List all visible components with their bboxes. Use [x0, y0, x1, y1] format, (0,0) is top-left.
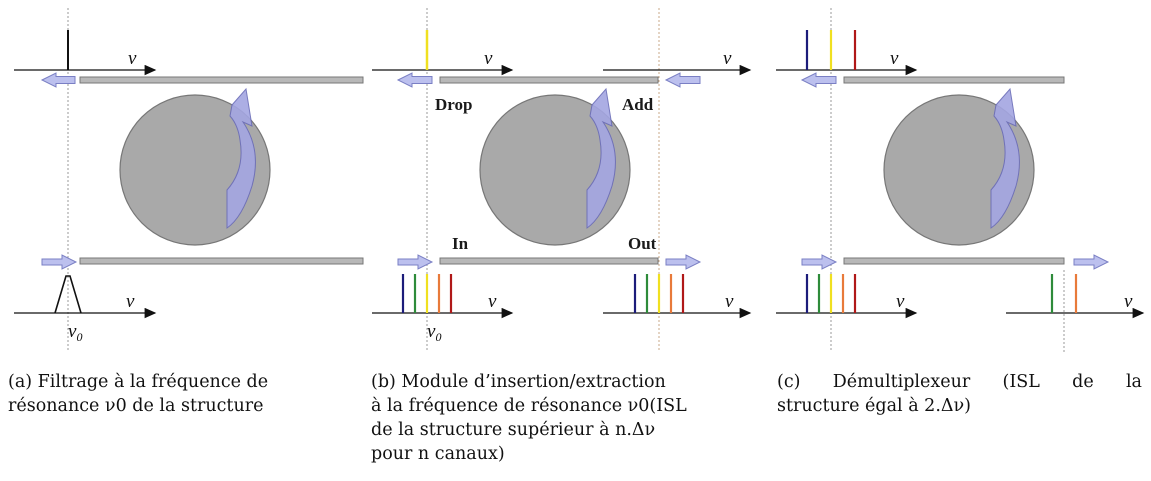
- nu-label-in: ν: [896, 291, 905, 312]
- caption-line-justified: (c) Démultiplexeur (ISL de la: [777, 370, 1142, 394]
- caption-word: (c): [777, 372, 801, 392]
- drop-port-label: Drop: [435, 95, 472, 114]
- caption-line: à la fréquence de résonance ν0(ISL: [371, 396, 687, 416]
- drop-arrow-icon: [800, 72, 837, 88]
- caption-word: (ISL: [1002, 372, 1040, 392]
- caption-line: structure égal à 2.Δν): [777, 396, 971, 416]
- waveguide-bottom: [79, 257, 364, 265]
- output-arrow-icon: [40, 72, 76, 88]
- circulation-arrow-icon: [226, 87, 256, 229]
- add-arrow-icon: [664, 72, 701, 88]
- in-port-label: In: [452, 234, 469, 253]
- figure-diagrams: ν ν ν0 ν ν Drop Add In Out: [14, 8, 1145, 352]
- caption-line: (b) Module d’insertion/extraction: [371, 372, 666, 392]
- nu-label-out: ν: [725, 291, 734, 312]
- output-arrow-icon: [665, 254, 702, 270]
- nu-label-out: ν: [1124, 291, 1133, 312]
- caption-line: pour n canaux): [371, 444, 505, 464]
- caption-a: (a) Filtrage à la fréquence de résonance…: [8, 370, 356, 418]
- nu-label-drop: ν: [890, 48, 899, 69]
- nu0-label: ν0: [68, 321, 82, 344]
- caption-word: de: [1072, 372, 1094, 392]
- caption-word: Démultiplexeur: [832, 372, 971, 392]
- caption-b: (b) Module d’insertion/extraction à la f…: [371, 370, 763, 466]
- waveguide-bottom: [439, 257, 659, 265]
- drop-arrow-icon: [396, 72, 433, 88]
- circulation-arrow-icon: [586, 87, 616, 229]
- nu-label-drop: ν: [484, 48, 493, 69]
- nu-label-in: ν: [488, 291, 497, 312]
- filter-peak: [54, 275, 82, 314]
- panel-c: ν ν ν: [776, 8, 1145, 352]
- nu-label-top: ν: [128, 48, 137, 69]
- out-port-label: Out: [628, 234, 657, 253]
- output-arrow-icon: [1073, 254, 1110, 270]
- input-arrow-icon: [801, 254, 838, 270]
- input-arrow-icon: [397, 254, 434, 270]
- caption-c: (c) Démultiplexeur (ISL de la structure …: [777, 370, 1142, 418]
- caption-line: de la structure supérieur à n.Δν: [371, 420, 656, 440]
- nu0-label: ν0: [427, 321, 441, 344]
- caption-line: résonance ν0 de la structure: [8, 396, 264, 416]
- nu-label-add: ν: [723, 48, 732, 69]
- add-port-label: Add: [622, 95, 654, 114]
- nu-label-bottom: ν: [126, 291, 135, 312]
- waveguide-top: [439, 76, 659, 84]
- caption-line: (a) Filtrage à la fréquence de: [8, 372, 269, 392]
- panel-a: ν ν ν0: [14, 8, 364, 352]
- panel-b: ν ν Drop Add In Out ν ν0 ν: [372, 8, 752, 352]
- waveguide-top: [79, 76, 364, 84]
- waveguide-bottom: [843, 257, 1065, 265]
- circulation-arrow-icon: [990, 87, 1020, 229]
- caption-word: la: [1125, 372, 1142, 392]
- input-arrow-icon: [41, 254, 78, 270]
- waveguide-top: [843, 76, 1065, 84]
